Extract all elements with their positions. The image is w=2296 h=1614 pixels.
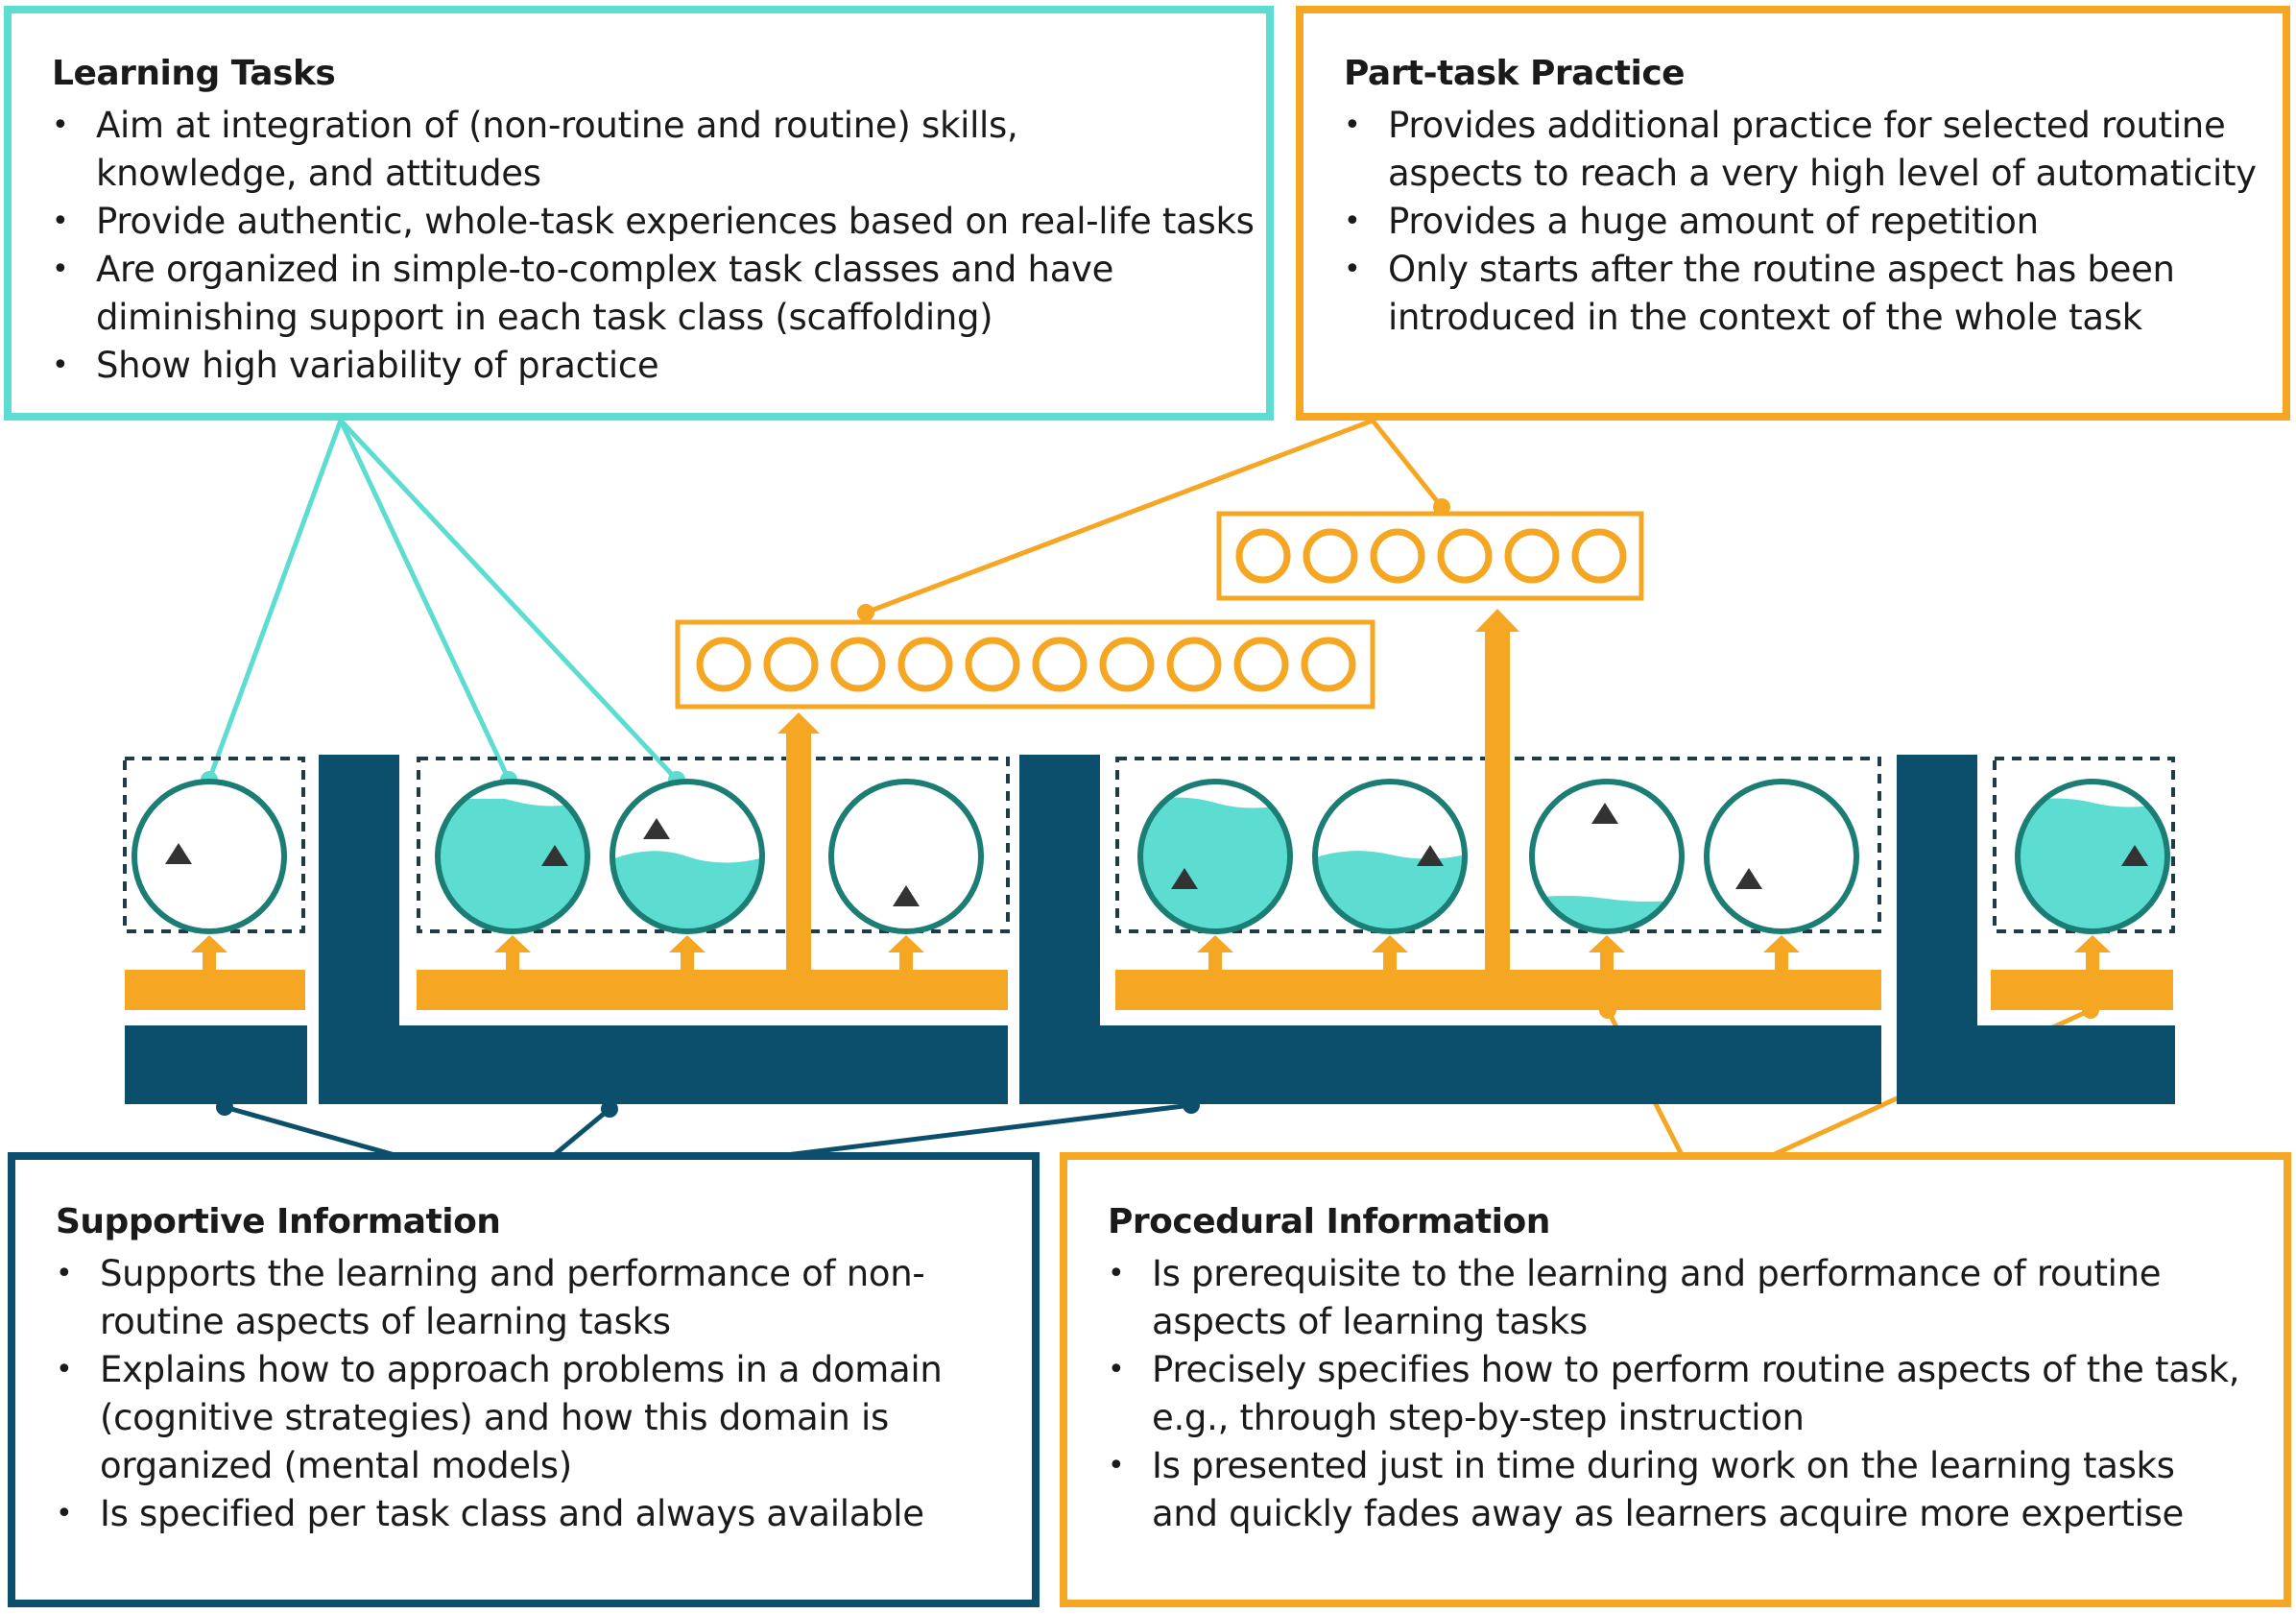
learning-task-7 [1529, 779, 1685, 934]
procedural-information-bullet: Precisely specifies how to perform routi… [1108, 1346, 2265, 1442]
procedural-information-box: Procedural Information Is prerequisite t… [1060, 1152, 2291, 1607]
learning-task-9 [2015, 779, 2170, 934]
supportive-information-bullet: Explains how to approach problems in a d… [56, 1346, 1002, 1490]
procedural-information-bars [125, 970, 2173, 1010]
part-task-practice-title: Part-task Practice [1344, 54, 1686, 93]
part-task-arrows [777, 609, 1519, 972]
learning-tasks-list: Aim at integration of (non-routine and r… [52, 102, 1266, 390]
part-task-connectors [865, 418, 1444, 615]
procedural-information-bullet: Is presented just in time during work on… [1108, 1442, 2236, 1538]
learning-tasks-bullet: Are organized in simple-to-complex task … [52, 246, 1209, 342]
supportive-information-bullet: Is specified per task class and always a… [56, 1490, 1032, 1538]
part-task-practice-box-1 [675, 619, 1375, 710]
procedural-arrows [191, 935, 2111, 972]
procedural-information-bullet: Is prerequisite to the learning and perf… [1108, 1250, 2236, 1346]
procedural-information-title: Procedural Information [1108, 1202, 1550, 1241]
supportive-information-list: Supports the learning and performance of… [56, 1250, 1032, 1538]
learning-tasks-bullet: Aim at integration of (non-routine and r… [52, 102, 1085, 198]
part-task-practice-box-2 [1216, 511, 1644, 601]
part-task-practice-box: Part-task Practice Provides additional p… [1296, 6, 2290, 421]
supportive-information-bullet: Supports the learning and performance of… [56, 1250, 964, 1346]
learning-task-8 [1704, 779, 1859, 934]
procedural-information-list: Is prerequisite to the learning and perf… [1108, 1250, 2284, 1538]
part-task-practice-list: Provides additional practice for selecte… [1344, 102, 2283, 342]
learning-task-3 [610, 779, 765, 934]
learning-tasks-box: Learning Tasks Aim at integration of (no… [4, 6, 1274, 421]
learning-task-6 [1312, 779, 1468, 934]
learning-tasks-connectors [206, 419, 679, 782]
part-task-practice-bullet: Provides a huge amount of repetition [1344, 198, 2283, 246]
learning-task-5 [1137, 779, 1293, 934]
supportive-information-bars [125, 755, 2175, 1104]
learning-task-4 [828, 779, 984, 934]
learning-task-1 [132, 779, 287, 934]
learning-task-2 [435, 779, 590, 934]
learning-tasks-title: Learning Tasks [52, 54, 336, 93]
supportive-information-title: Supportive Information [56, 1202, 501, 1241]
learning-tasks-bullet: Show high variability of practice [52, 342, 1266, 390]
supportive-information-box: Supportive Information Supports the lear… [8, 1152, 1040, 1607]
learning-tasks-bullet: Provide authentic, whole-task experience… [52, 198, 1266, 246]
part-task-practice-bullet: Only starts after the routine aspect has… [1344, 246, 2252, 342]
part-task-practice-bullet: Provides additional practice for selecte… [1344, 102, 2283, 198]
